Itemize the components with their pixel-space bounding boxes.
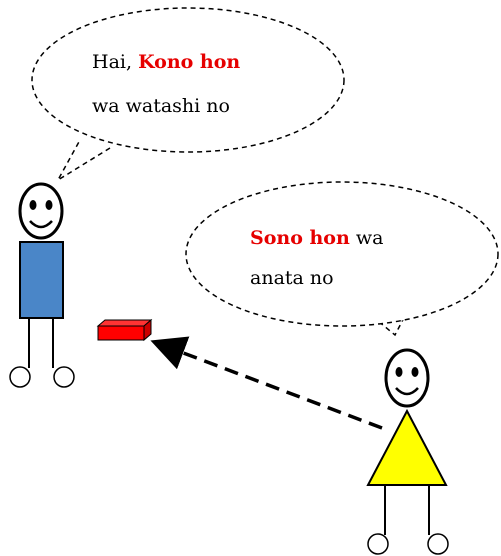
left-person-foot-right [53, 366, 75, 388]
right-person-foot-left [367, 533, 389, 555]
left-person-eye-left [29, 200, 37, 210]
book-top [96, 319, 153, 327]
bubble-left-line1: Hai, Kono hon [92, 51, 240, 73]
speech-bubble-right-outline [185, 181, 499, 327]
speech-bubble-left-tail [55, 139, 111, 183]
right-person-foot-right [427, 533, 449, 555]
bubble-right-line2: anata no [250, 267, 334, 289]
pointing-arrow [150, 336, 383, 430]
right-person-eye-right [411, 367, 419, 377]
left-person-body [19, 241, 64, 319]
speech-bubble-right: Sono hon wa anata no [185, 181, 499, 337]
speech-bubble-left-outline [31, 7, 345, 153]
book-front [97, 325, 145, 341]
bubble-left-line2: wa watashi no [92, 95, 230, 117]
bubble-left-highlight: Kono hon [138, 51, 240, 73]
bubble-left-line1-prefix: Hai, [92, 51, 138, 73]
right-person-head [384, 348, 430, 408]
right-person-smile [395, 387, 419, 396]
left-person-foot-left [9, 366, 31, 388]
bubble-right-line1-suffix: wa [350, 227, 384, 249]
right-person-body [366, 408, 448, 486]
left-person-eye-right [45, 200, 53, 210]
book [96, 318, 153, 342]
right-person-eye-left [395, 367, 403, 377]
left-person-head [18, 182, 64, 240]
left-person-smile [29, 220, 53, 229]
bubble-right-line1: Sono hon wa [250, 227, 383, 249]
speech-bubble-left: Hai, Kono hon wa watashi no [31, 7, 345, 183]
left-person [9, 182, 75, 388]
right-person [366, 348, 449, 555]
bubble-right-highlight: Sono hon [250, 227, 350, 249]
